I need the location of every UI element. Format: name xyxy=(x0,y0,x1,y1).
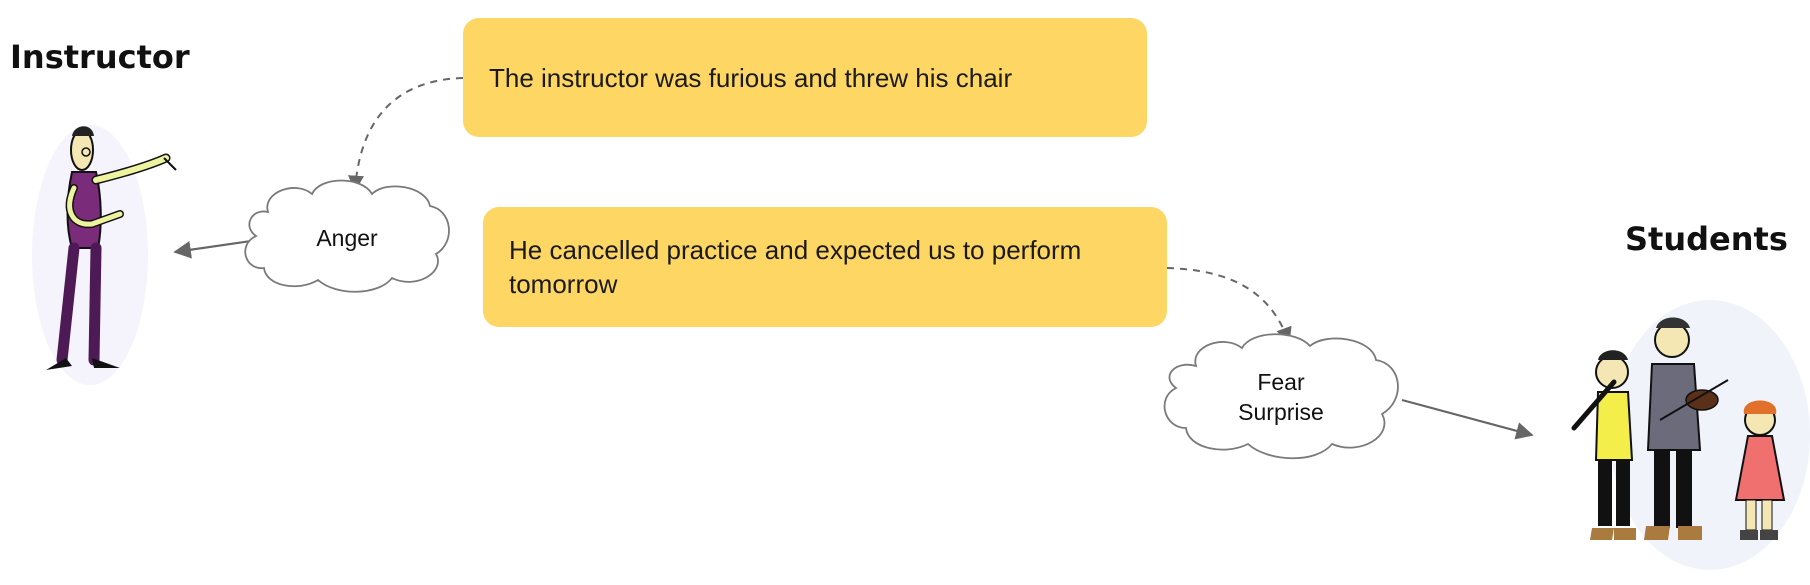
fear-surprise-cloud-shape xyxy=(1163,333,1399,460)
instructor-heading: Instructor xyxy=(10,38,190,76)
event-note-chair: The instructor was furious and threw his… xyxy=(463,18,1147,137)
students-figure xyxy=(1571,300,1810,570)
anger-cloud: Anger xyxy=(244,179,450,293)
anger-cloud-label: Anger xyxy=(316,225,378,251)
event-note-chair-text: The instructor was furious and threw his… xyxy=(489,62,1013,93)
dashed-connector-fear xyxy=(1166,267,1292,344)
fear-surprise-cloud: Fear Surprise xyxy=(1163,333,1399,460)
event-note-practice-text: He cancelled practice and expected us to… xyxy=(509,235,1082,299)
fear-label: Fear xyxy=(1257,369,1305,395)
anger-cloud-shape xyxy=(244,179,450,293)
dashed-connector-anger xyxy=(348,77,464,192)
surprise-label: Surprise xyxy=(1238,399,1324,425)
arrow-to-instructor xyxy=(173,238,259,259)
event-note-practice: He cancelled practice and expected us to… xyxy=(483,207,1167,327)
students-heading: Students xyxy=(1625,220,1788,258)
instructor-figure xyxy=(32,125,177,385)
arrow-to-students xyxy=(1401,398,1534,440)
